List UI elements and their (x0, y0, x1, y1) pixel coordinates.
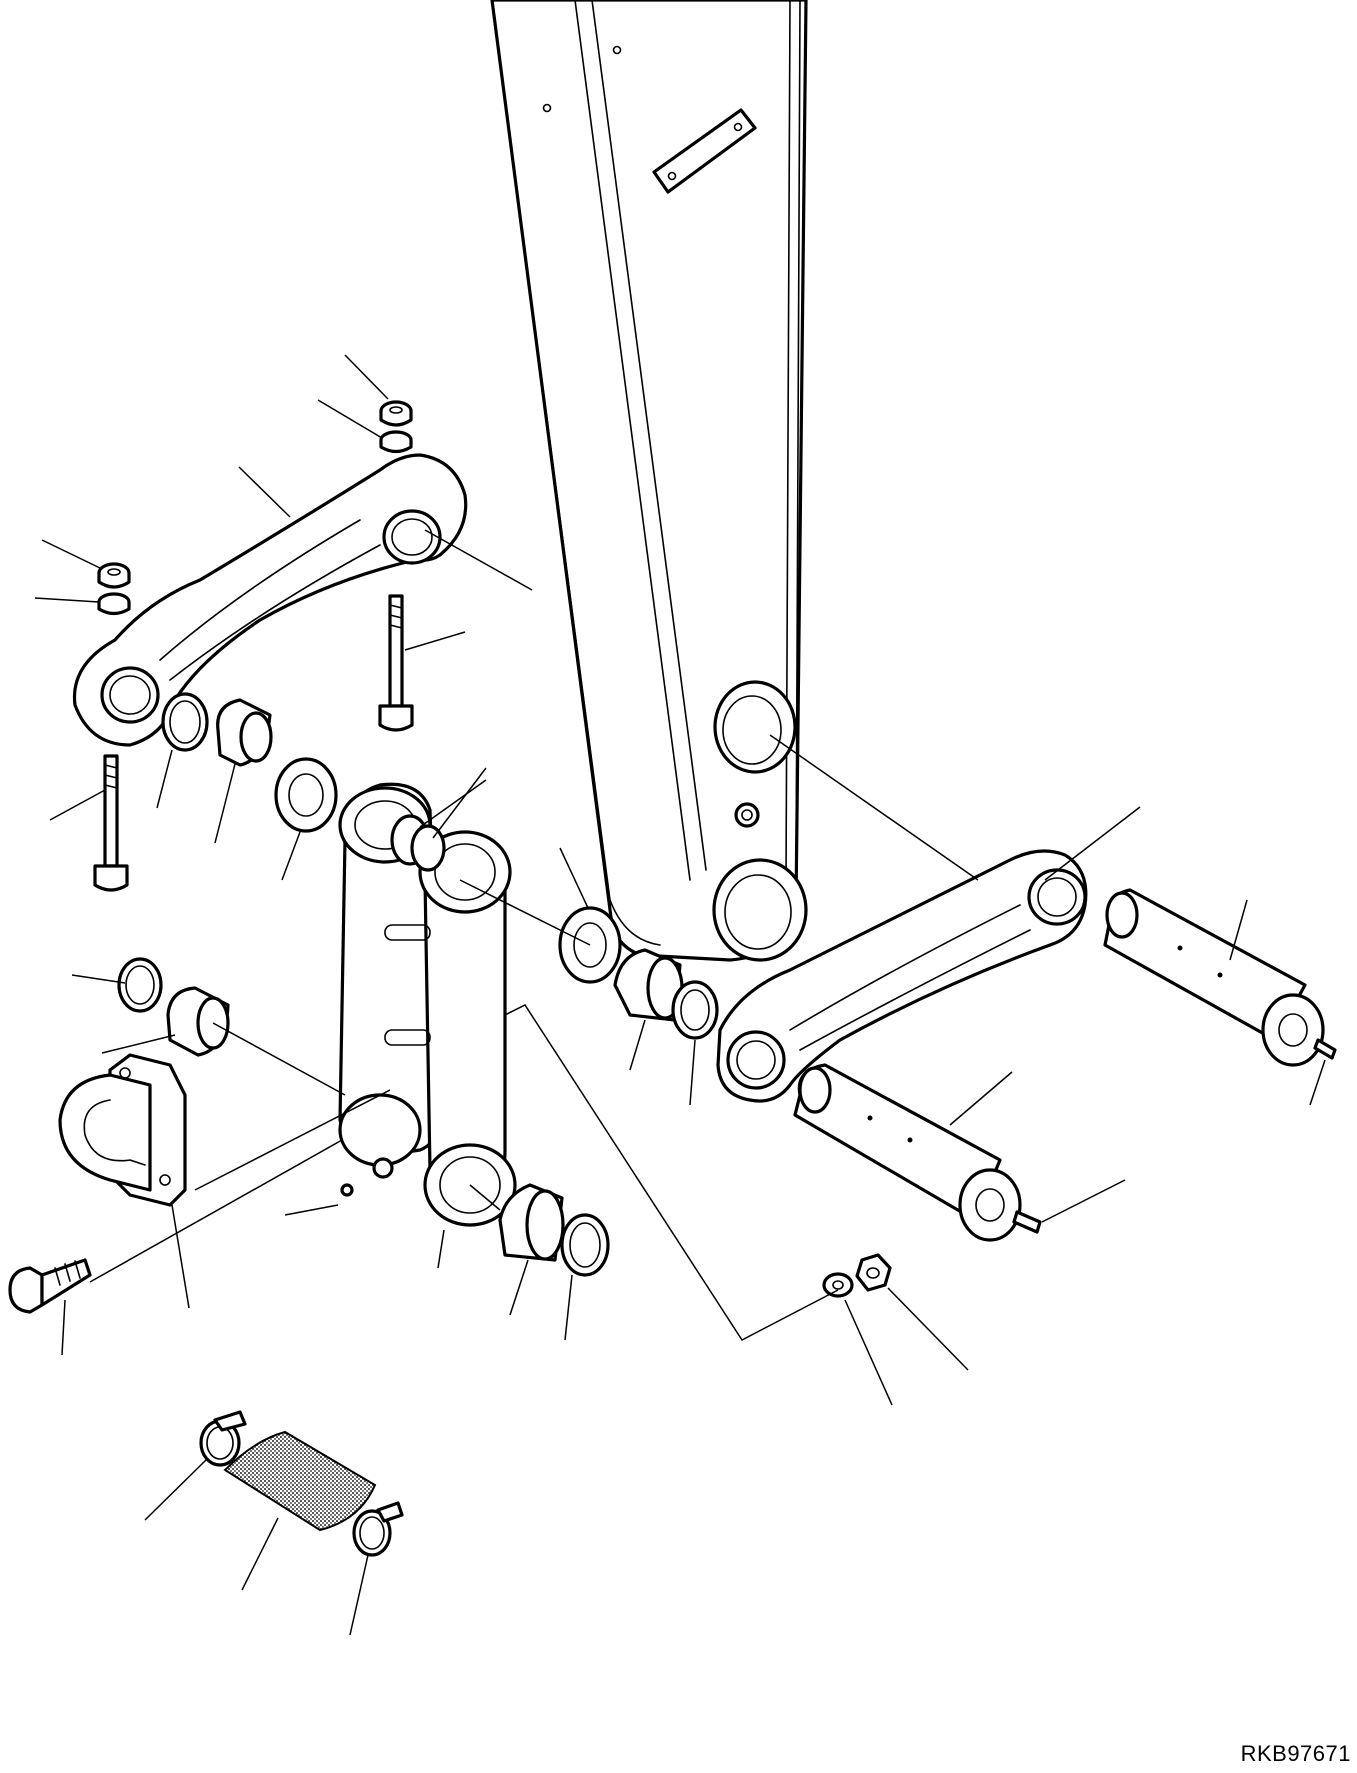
washer-lower-right (822, 1272, 854, 1298)
nut-left (97, 562, 131, 589)
leader-lines (34, 354, 1326, 1636)
washer-top-right (379, 430, 413, 454)
pin-upper-right (1103, 888, 1337, 1067)
seal-ring-lower-center (560, 1213, 610, 1277)
arm (490, 0, 808, 962)
left-link (72, 453, 468, 747)
bracket (58, 1053, 187, 1207)
seal-ring-upper-left (161, 692, 209, 752)
drawing-reference-code: RKB97671 (1240, 1741, 1351, 1766)
bolt-right (378, 594, 414, 732)
bolt-left (93, 754, 129, 892)
washer-left (97, 592, 131, 616)
bushing-lower-left (166, 986, 230, 1057)
protective-sleeve (223, 1430, 377, 1532)
nut-top-right (379, 400, 413, 427)
hose-clamp-upper (199, 1410, 247, 1467)
bushing-lower-center (498, 1183, 565, 1262)
hose-clamp-lower (352, 1501, 404, 1557)
shim-upper (274, 757, 338, 833)
seal-ring-lower-left (117, 957, 163, 1013)
bolt-bracket (8, 1258, 92, 1314)
bushing-upper-left (216, 698, 273, 767)
right-link (716, 849, 1088, 1103)
bushing-right (613, 948, 684, 1022)
seal-ring-right (671, 980, 719, 1040)
pin-lower-center (793, 1063, 1042, 1242)
center-link (338, 782, 517, 1227)
nut-lower-right (855, 1253, 892, 1292)
